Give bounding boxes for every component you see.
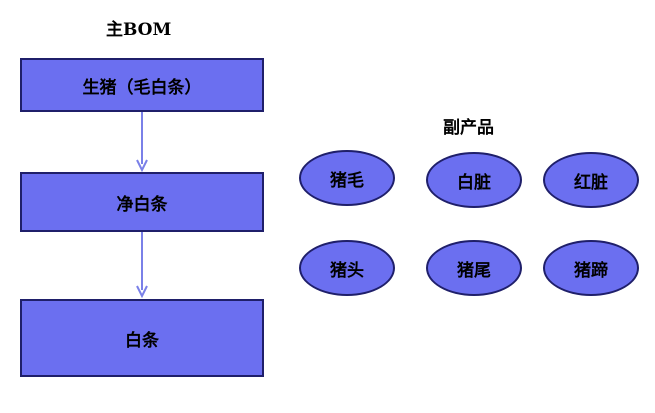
step-box-clean-carcass: 净白条 <box>20 172 264 232</box>
byproduct-ellipse-red-offal: 红脏 <box>543 152 639 208</box>
byproduct-ellipse-hair: 猪毛 <box>299 150 395 206</box>
byproduct-ellipse-trotters: 猪蹄 <box>543 240 639 296</box>
step-box-carcass: 白条 <box>20 299 264 377</box>
byproduct-ellipse-head: 猪头 <box>299 240 395 296</box>
byproduct-ellipse-tail: 猪尾 <box>426 240 522 296</box>
byproducts-heading: 副产品 <box>443 118 494 138</box>
arrow-step1-to-step2 <box>136 112 148 173</box>
arrow-step2-to-step3 <box>136 232 148 299</box>
step-box-live-pig: 生猪（毛白条） <box>20 58 264 112</box>
byproduct-ellipse-white-offal: 白脏 <box>426 152 522 208</box>
main-bom-heading: 主BOM <box>106 20 172 40</box>
